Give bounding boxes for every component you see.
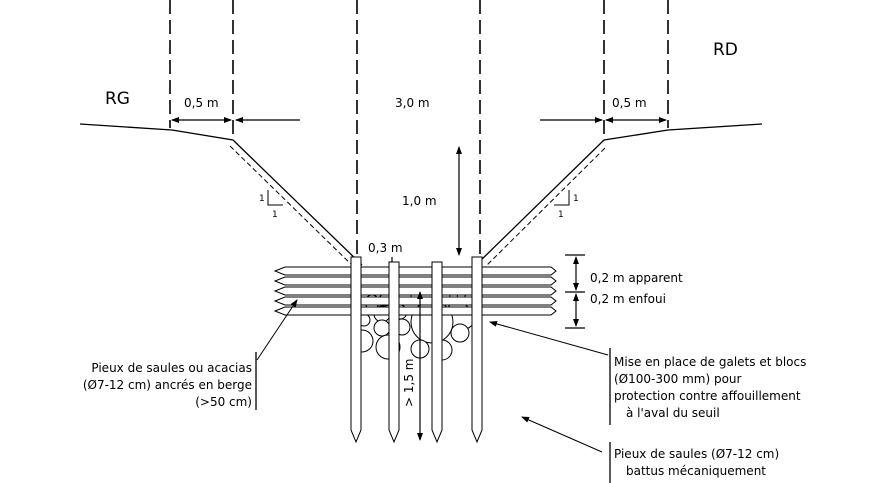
- right-berm-width-label: 0,5 m: [612, 96, 647, 110]
- horizontal-pile: [273, 276, 557, 286]
- right-top-note-line-2: (Ø100-300 mm) pour: [614, 372, 742, 386]
- right-slope-label-horizontal: 1: [558, 210, 564, 220]
- right-top-note-line-3: protection contre affouillement: [614, 389, 801, 403]
- right-top-note-line-1: Mise en place de galets et blocs: [614, 355, 806, 369]
- left-note-line-2: (Ø7-12 cm) ancrés en berge: [83, 378, 252, 392]
- height-dimensions: [565, 254, 585, 329]
- leader-lines: [256, 299, 609, 453]
- rock: [450, 323, 470, 343]
- left-note-line-1: Pieux de saules ou acacias: [91, 361, 252, 375]
- left-berm-width-label: 0,5 m: [184, 96, 219, 110]
- left-bank-label: RG: [105, 89, 130, 109]
- right-bottom-note-line-2: battus mécaniquement: [626, 464, 766, 478]
- buried-height-label: 0,2 m enfoui: [590, 292, 666, 306]
- visible-height-label: 0,2 m apparent: [590, 271, 683, 285]
- left-slope-label-horizontal: 1: [272, 210, 278, 220]
- slope-indicators: [267, 190, 570, 206]
- right-bank-label: RD: [713, 40, 738, 60]
- horizontal-pile: [273, 266, 557, 276]
- right-bank-profile: [475, 123, 763, 266]
- right-slope-label-vertical: 1: [573, 194, 579, 204]
- horizontal-pile: [273, 306, 557, 316]
- vertical-pile: [471, 256, 483, 444]
- bottom-width-label: 3,0 m: [395, 96, 430, 110]
- left-bank-profile: [79, 123, 363, 266]
- leader-left-anchored-piles: [256, 299, 298, 361]
- leader-rock-protection: [489, 320, 609, 356]
- left-note-line-3: (>50 cm): [195, 395, 252, 409]
- horizontal-pile: [273, 296, 557, 306]
- rock: [373, 319, 391, 337]
- right-bank-lining: [481, 145, 608, 271]
- channel-profile: [79, 123, 763, 271]
- depth-label: 1,0 m: [402, 194, 437, 208]
- horizontal-pile: [273, 286, 557, 296]
- note-brackets: [255, 348, 611, 483]
- right-bottom-note-line-1: Pieux de saules (Ø7-12 cm): [614, 447, 779, 461]
- vertical-pile: [388, 261, 400, 444]
- horizontal-piles: [273, 266, 557, 316]
- vertical-piles: [350, 256, 483, 444]
- left-slope-triangle: [267, 190, 283, 206]
- left-bank-lining: [229, 145, 358, 271]
- right-slope-triangle: [554, 190, 570, 206]
- right-top-note-line-4: à l'aval du seuil: [626, 406, 720, 420]
- leader-driven-piles: [521, 416, 603, 453]
- reference-dashed-lines: [169, 0, 669, 262]
- vertical-pile: [431, 261, 443, 444]
- vertical-pile: [350, 256, 362, 444]
- gap-label: 0,3 m: [368, 241, 403, 255]
- left-slope-label-vertical: 1: [259, 194, 265, 204]
- pile-depth-label: > 1,5 m: [402, 359, 416, 407]
